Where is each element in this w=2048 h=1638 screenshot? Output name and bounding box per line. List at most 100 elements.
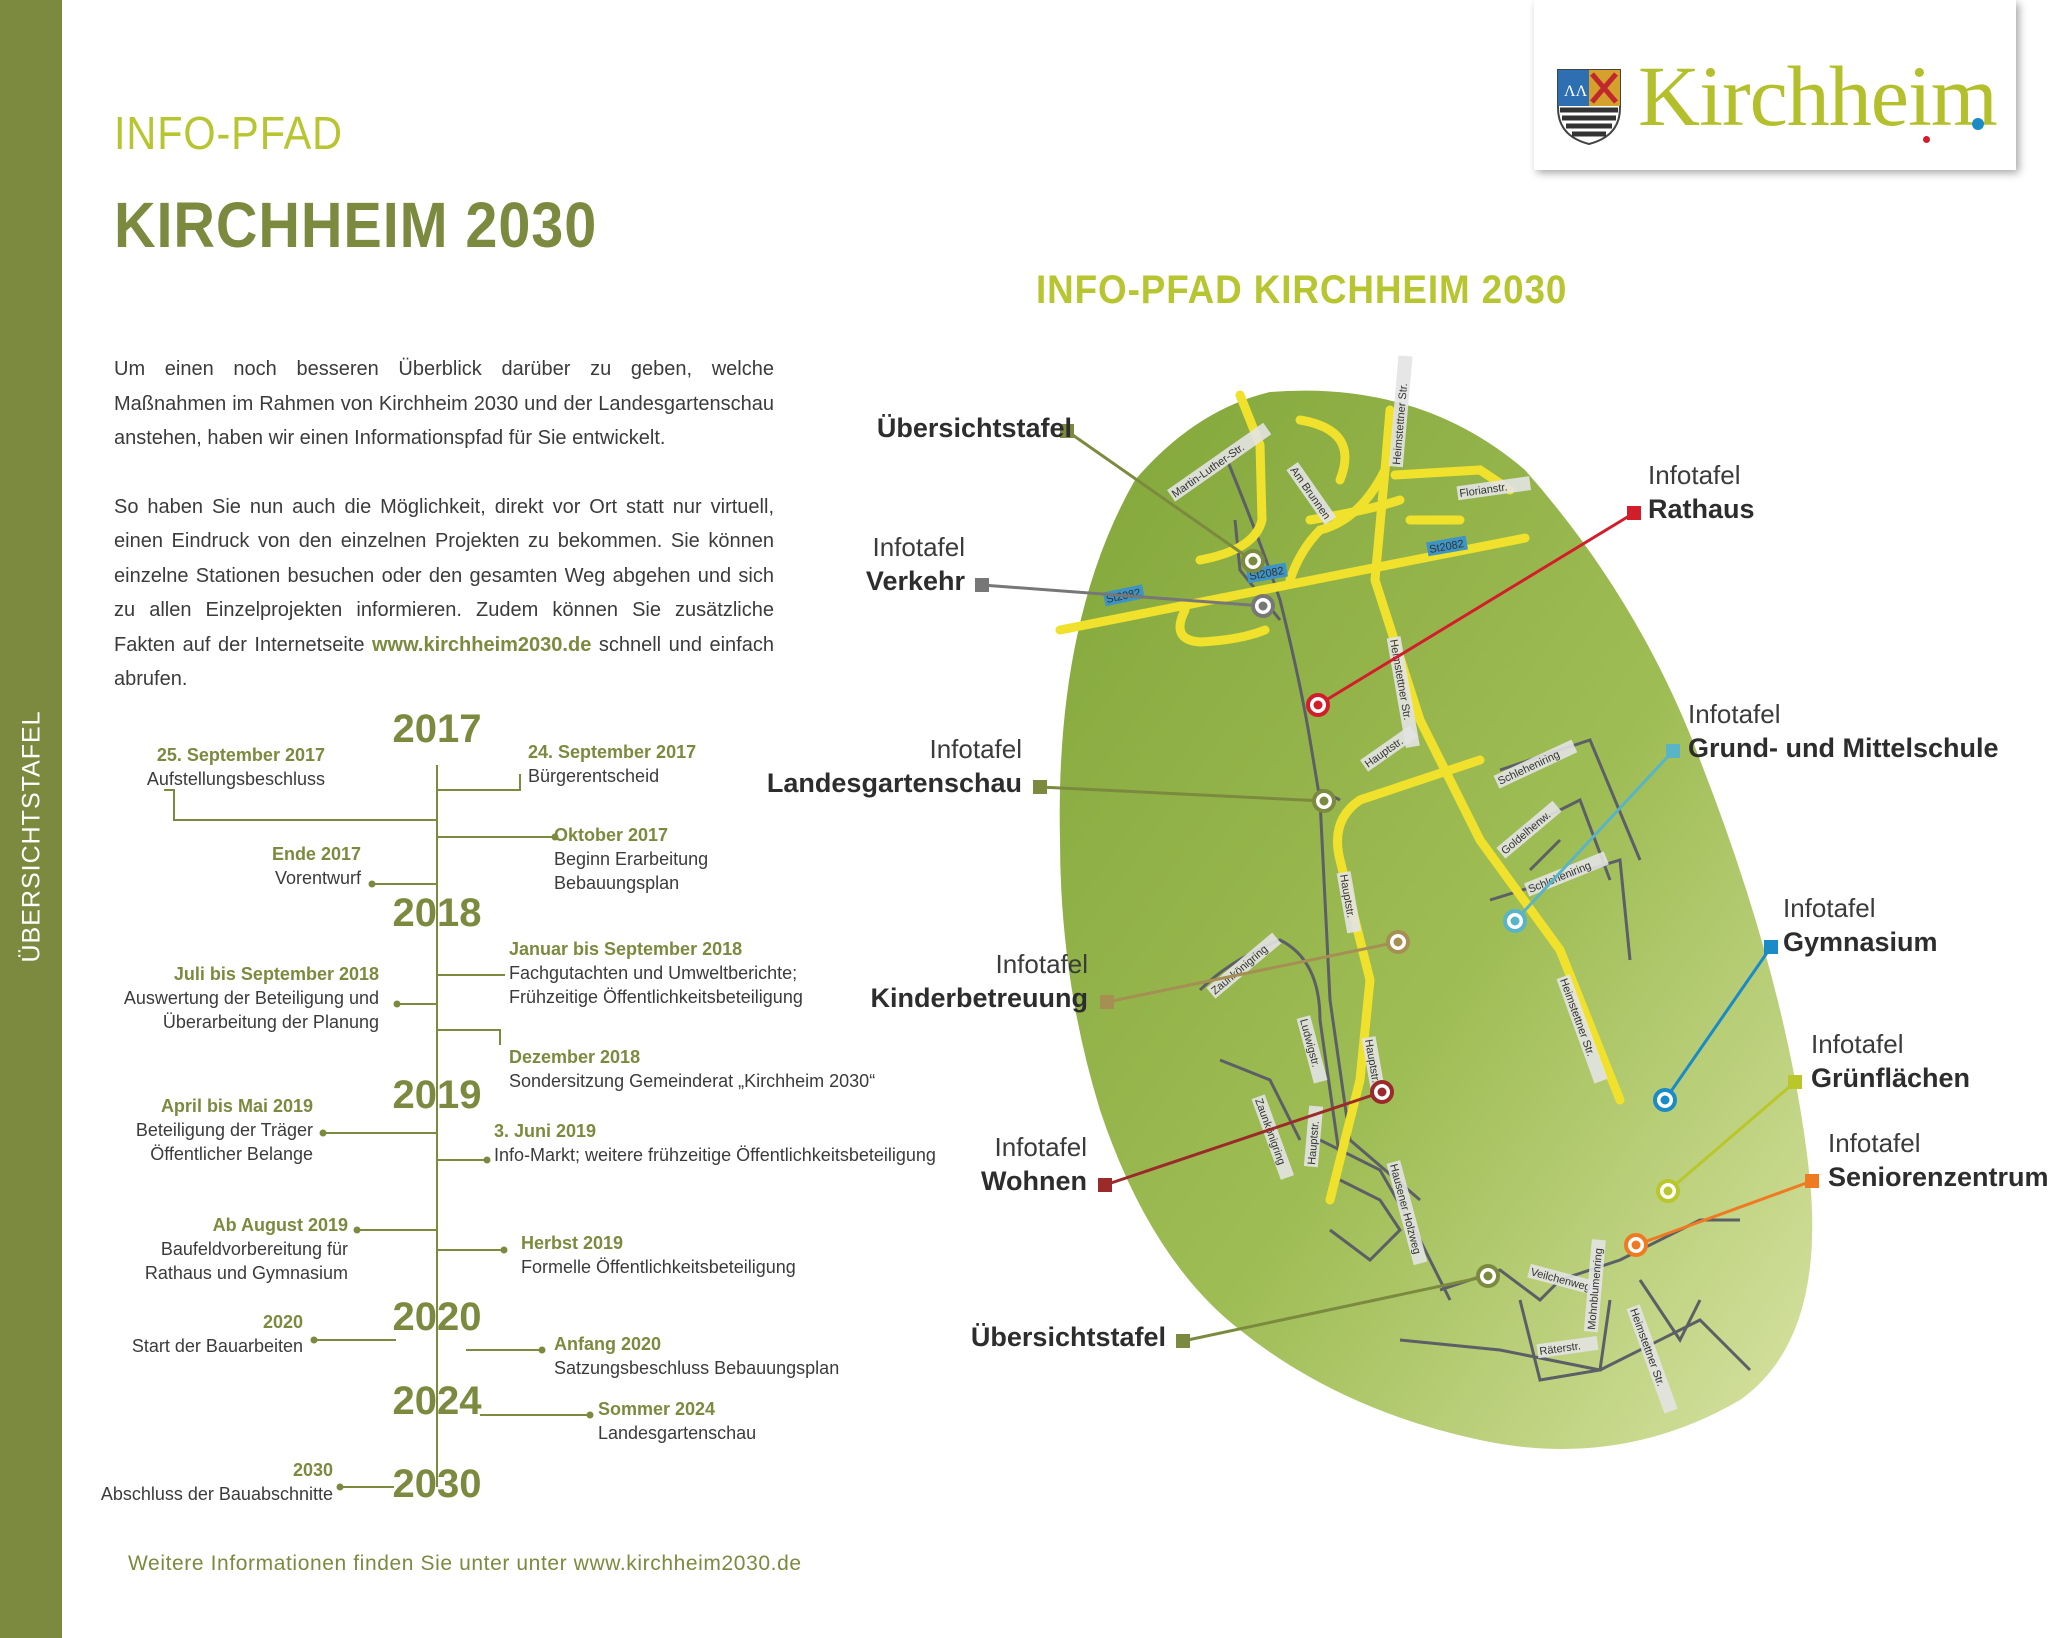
timeline-connector bbox=[436, 774, 521, 820]
station-label-name: Grund- und Mittelschule bbox=[1688, 733, 1999, 763]
event-date: April bis Mai 2019 bbox=[161, 1096, 313, 1116]
station-leader-line bbox=[1513, 749, 1675, 923]
station-marker-square bbox=[1805, 1174, 1819, 1188]
event-description: Fachgutachten und Umweltberichte; bbox=[509, 963, 797, 983]
event-description: Beginn Erarbeitung bbox=[554, 849, 708, 869]
street-label: St2082 bbox=[1426, 535, 1468, 557]
event-description: Bebauungsplan bbox=[554, 873, 679, 893]
event-description: Auswertung der Beteiligung und bbox=[124, 988, 379, 1008]
station-label-line1: Infotafel bbox=[1783, 893, 1876, 923]
page-title: KIRCHHEIM 2030 bbox=[114, 189, 598, 261]
event-description: Öffentlicher Belange bbox=[150, 1144, 313, 1164]
event-description: Aufstellungsbeschluss bbox=[147, 769, 325, 789]
event-description: Sondersitzung Gemeinderat „Kirchheim 203… bbox=[509, 1071, 875, 1091]
station-map-point-core bbox=[1660, 1095, 1670, 1105]
station-leader-line bbox=[1317, 511, 1635, 707]
timeline-year: 2017 bbox=[393, 707, 482, 751]
station-marker-square bbox=[1033, 780, 1047, 794]
timeline-dot bbox=[586, 1411, 594, 1419]
station-label-line1: Infotafel bbox=[995, 949, 1088, 979]
station-marker-square bbox=[1627, 506, 1641, 520]
event-date: Januar bis September 2018 bbox=[509, 939, 742, 959]
timeline-year: 2020 bbox=[393, 1295, 482, 1339]
event-description: Bürgerentscheid bbox=[528, 766, 659, 786]
event-description: Landesgartenschau bbox=[598, 1423, 756, 1443]
event-date: 2030 bbox=[293, 1460, 333, 1480]
event-description: Rathaus und Gymnasium bbox=[145, 1263, 348, 1283]
event-description: Beteiligung der Träger bbox=[136, 1120, 313, 1140]
road-network bbox=[1198, 461, 1752, 1382]
logo-box: ΛΛ Kirchheim bbox=[1534, 0, 2016, 170]
event-date: Anfang 2020 bbox=[554, 1334, 661, 1354]
station-label-name: Verkehr bbox=[866, 566, 966, 596]
street-label: Hauptstr. bbox=[1303, 1105, 1324, 1168]
station-leader-line bbox=[1104, 1090, 1383, 1187]
timeline-year: 2030 bbox=[393, 1462, 482, 1506]
station-marker-square bbox=[975, 578, 989, 592]
event-date: 3. Juni 2019 bbox=[494, 1121, 596, 1141]
station-marker-square bbox=[1098, 1178, 1112, 1192]
timeline-dot bbox=[336, 1483, 344, 1491]
intro-paragraph-2: So haben Sie nun auch die Möglichkeit, d… bbox=[114, 490, 774, 697]
event-date: Ende 2017 bbox=[272, 844, 361, 864]
station-label-line1: Infotafel bbox=[1811, 1029, 1904, 1059]
station-label-name: Übersichtstafel bbox=[971, 1322, 1166, 1352]
event-description: Start der Bauarbeiten bbox=[132, 1336, 303, 1356]
timeline-year: 2019 bbox=[393, 1073, 482, 1117]
station-label-name: Übersichtstafel bbox=[877, 413, 1072, 443]
station-label-line1: Infotafel bbox=[929, 734, 1022, 764]
intro-p2-end: schnell und einfach abrufen. bbox=[114, 633, 774, 691]
event-date: Oktober 2017 bbox=[554, 825, 668, 845]
station-label-name: Landesgartenschau bbox=[767, 768, 1022, 798]
station-leader-line bbox=[1066, 429, 1254, 563]
timeline-dot bbox=[483, 1156, 491, 1164]
sidebar-band: ÜBERSICHTSTAFEL bbox=[0, 0, 62, 1638]
event-description: Satzungsbeschluss Bebauungsplan bbox=[554, 1358, 839, 1378]
event-date: Dezember 2018 bbox=[509, 1047, 640, 1067]
station-map-point-core bbox=[1510, 916, 1520, 926]
station-map-point-core bbox=[1248, 556, 1258, 566]
event-description: Überarbeitung der Planung bbox=[163, 1012, 379, 1032]
station-leader-line bbox=[1039, 785, 1325, 803]
event-date: Sommer 2024 bbox=[598, 1399, 715, 1419]
website-link[interactable]: www.kirchheim2030.de bbox=[371, 633, 592, 656]
station-label-line1: Infotafel bbox=[1828, 1128, 1921, 1158]
station-label-line1: Infotafel bbox=[1688, 699, 1781, 729]
info-station[interactable]: Übersichtstafel bbox=[971, 1264, 1500, 1352]
station-map-point-core bbox=[1377, 1087, 1387, 1097]
event-date: Ab August 2019 bbox=[213, 1215, 348, 1235]
info-station[interactable]: Übersichtstafel bbox=[877, 413, 1265, 573]
main-roads bbox=[1055, 390, 1625, 1205]
timeline-dot bbox=[500, 1246, 508, 1254]
event-date: 2020 bbox=[263, 1312, 303, 1332]
station-map-point-core bbox=[1483, 1271, 1493, 1281]
logo-wordmark: Kirchheim bbox=[1638, 48, 1998, 144]
svg-text:ΛΛ: ΛΛ bbox=[1564, 83, 1588, 100]
station-marker-square bbox=[1666, 744, 1680, 758]
station-label-name: Grünflächen bbox=[1811, 1063, 1970, 1093]
event-date: 25. September 2017 bbox=[157, 745, 325, 765]
station-marker-square bbox=[1764, 940, 1778, 954]
map-area bbox=[1059, 390, 1813, 1449]
station-map-point-core bbox=[1313, 700, 1323, 710]
timeline-connector bbox=[164, 789, 437, 821]
